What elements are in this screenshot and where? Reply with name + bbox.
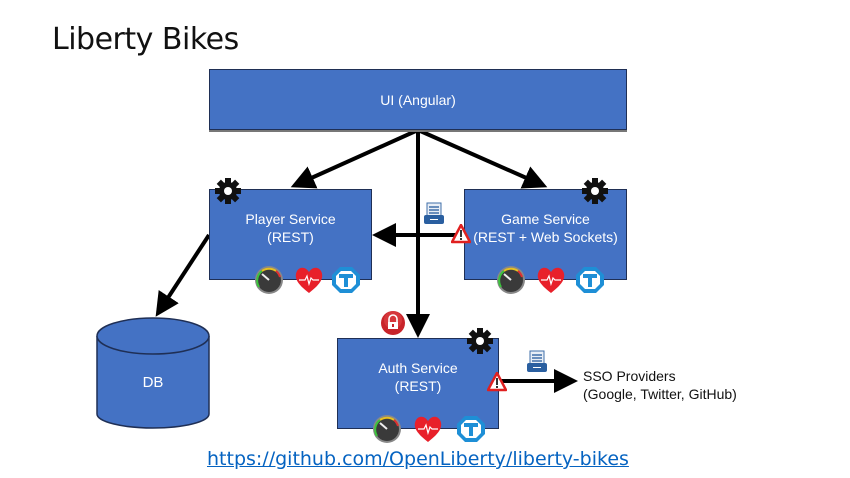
- gauge-icon: [496, 265, 526, 295]
- auth-service-node: Auth Service (REST): [337, 338, 499, 429]
- tracing-icon: [332, 267, 360, 293]
- ui-angular-node: UI (Angular): [209, 69, 627, 130]
- warning-icon: [487, 372, 507, 392]
- arrow-ui-to-game: [417, 128, 548, 189]
- gauge-icon: [372, 414, 402, 444]
- auth-node-title: Auth Service: [378, 359, 458, 376]
- gear-icon: [582, 178, 608, 204]
- gauge-icon: [254, 265, 284, 295]
- tracing-icon: [457, 416, 485, 442]
- json-document-icon: [424, 202, 444, 225]
- game-service-node: Game Service (REST + Web Sockets): [464, 189, 627, 280]
- db-label: DB: [142, 374, 164, 391]
- game-node-title: Game Service: [501, 210, 590, 227]
- game-node-subtitle: (REST + Web Sockets): [473, 228, 618, 245]
- slide-title: Liberty Bikes: [52, 22, 239, 57]
- player-node-subtitle: (REST): [267, 228, 314, 245]
- lock-icon: [381, 311, 405, 335]
- heart-icon: [537, 267, 565, 294]
- arrow-player-to-db: [155, 233, 211, 317]
- player-node-title: Player Service: [245, 210, 336, 227]
- auth-node-subtitle: (REST): [394, 377, 442, 394]
- gear-icon: [467, 328, 493, 354]
- heart-icon: [414, 416, 442, 443]
- ui-node-label: UI (Angular): [380, 91, 456, 108]
- heart-icon: [295, 267, 323, 294]
- github-repo-link[interactable]: https://github.com/OpenLiberty/liberty-b…: [207, 448, 629, 470]
- db-cylinder: [96, 317, 210, 429]
- json-document-icon: [527, 350, 547, 373]
- arrow-ui-to-player: [290, 128, 419, 189]
- tracing-icon: [576, 267, 604, 293]
- player-service-node: Player Service (REST): [209, 189, 372, 280]
- sso-providers-label: SSO Providers (Google, Twitter, GitHub): [583, 367, 737, 403]
- sso-subtitle: (Google, Twitter, GitHub): [583, 386, 737, 402]
- warning-icon: [451, 224, 471, 244]
- gear-icon: [215, 178, 241, 204]
- sso-title: SSO Providers: [583, 368, 676, 384]
